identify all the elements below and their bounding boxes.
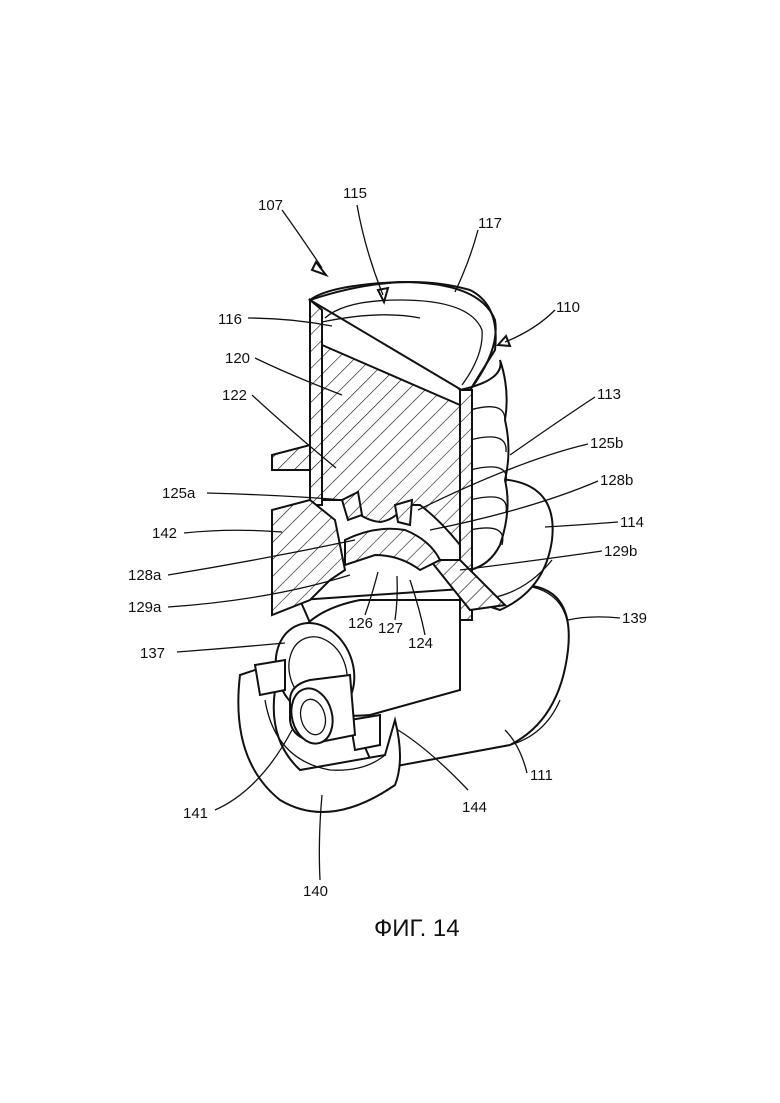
- label-116: 116: [218, 311, 242, 328]
- label-115: 115: [343, 185, 367, 202]
- label-127: 127: [378, 620, 403, 637]
- label-107: 107: [258, 197, 283, 214]
- label-144: 144: [462, 799, 487, 816]
- label-124: 124: [408, 635, 433, 652]
- figure-caption: ФИГ. 14: [374, 915, 460, 942]
- label-114: 114: [620, 514, 644, 531]
- label-128a: 128a: [128, 567, 162, 584]
- label-113: 113: [597, 386, 621, 403]
- label-125a: 125a: [162, 485, 196, 502]
- label-125b: 125b: [590, 435, 623, 452]
- label-129a: 129a: [128, 599, 162, 616]
- label-139: 139: [622, 610, 647, 627]
- label-122: 122: [222, 387, 247, 404]
- label-129b: 129b: [604, 543, 637, 560]
- nozzle-141: [285, 675, 355, 748]
- label-142: 142: [152, 525, 177, 542]
- label-126: 126: [348, 615, 373, 632]
- label-140: 140: [303, 883, 328, 900]
- label-128b: 128b: [600, 472, 633, 489]
- label-117: 117: [478, 215, 502, 232]
- label-137: 137: [140, 645, 165, 662]
- label-111: 111: [530, 767, 553, 784]
- label-110: 110: [556, 299, 580, 316]
- label-141: 141: [183, 805, 208, 822]
- label-120: 120: [225, 350, 250, 367]
